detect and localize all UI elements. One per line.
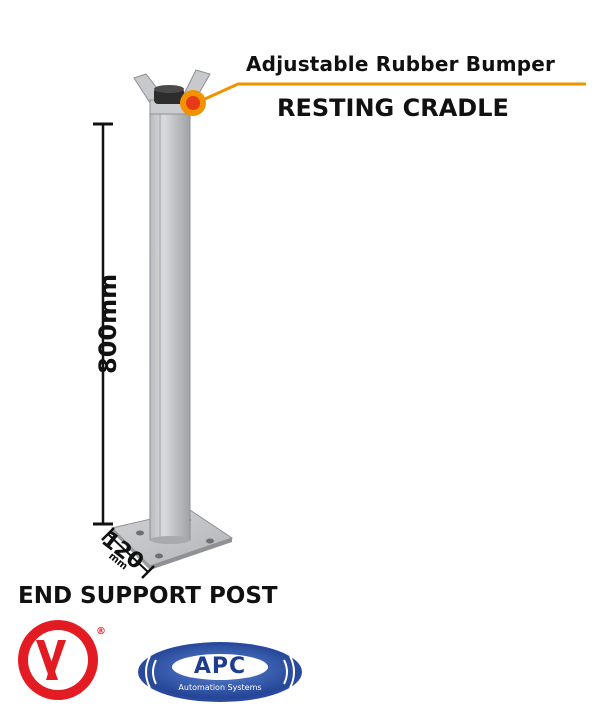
apc-logo-icon (138, 642, 302, 702)
callout-pointer (180, 82, 586, 116)
height-dimension-label: 800mm (94, 273, 122, 374)
rubber-bumper (154, 85, 184, 104)
height-dimension-line (93, 122, 113, 526)
v2-registered-mark: ® (96, 626, 106, 637)
apc-logo-name: APC (193, 654, 247, 679)
bumper-label: Adjustable Rubber Bumper (246, 52, 556, 76)
product-title: END SUPPORT POST (18, 583, 278, 609)
resting-cradle-label: RESTING CRADLE (277, 94, 509, 122)
base-dimension-line (101, 527, 155, 579)
apc-logo-subtitle: Automation Systems (178, 683, 262, 692)
post-column (149, 111, 191, 544)
v2-logo-text: V2® (58, 626, 106, 678)
v2-logo-icon (18, 620, 98, 700)
